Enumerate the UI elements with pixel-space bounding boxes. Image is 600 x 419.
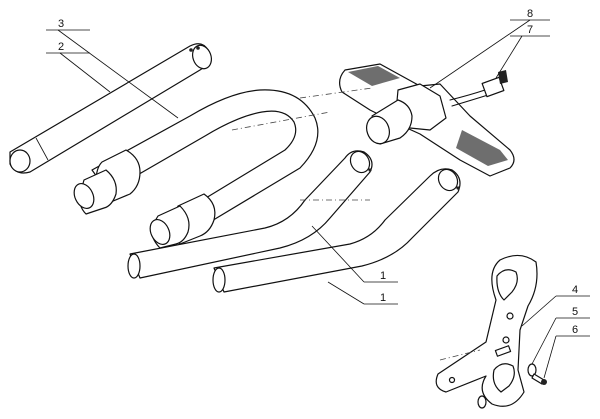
bent-pipe-part-lower — [212, 168, 461, 293]
callout-5: 5 — [572, 306, 578, 318]
straight-tube-part — [9, 43, 213, 174]
callout-4: 4 — [572, 284, 578, 296]
callout-6: 6 — [572, 324, 578, 336]
mounting-bracket-part — [435, 254, 538, 407]
cable-connector-part — [449, 70, 508, 107]
callout-8: 8 — [527, 8, 533, 20]
callout-1-lower: 1 — [380, 292, 386, 304]
screw-part — [531, 373, 547, 385]
bent-pipe-part-upper — [127, 150, 373, 279]
callout-1-upper: 1 — [380, 270, 386, 282]
callout-2: 2 — [58, 41, 64, 53]
u-bend-pipe-part — [73, 89, 319, 249]
assembly-axis-lines — [231, 87, 481, 361]
leader-lines — [46, 19, 590, 379]
callout-7: 7 — [527, 24, 533, 36]
callout-labels: 3 2 8 7 1 1 4 5 6 — [58, 8, 578, 336]
nozzle-housing-part — [339, 63, 515, 177]
callout-3: 3 — [58, 18, 64, 30]
